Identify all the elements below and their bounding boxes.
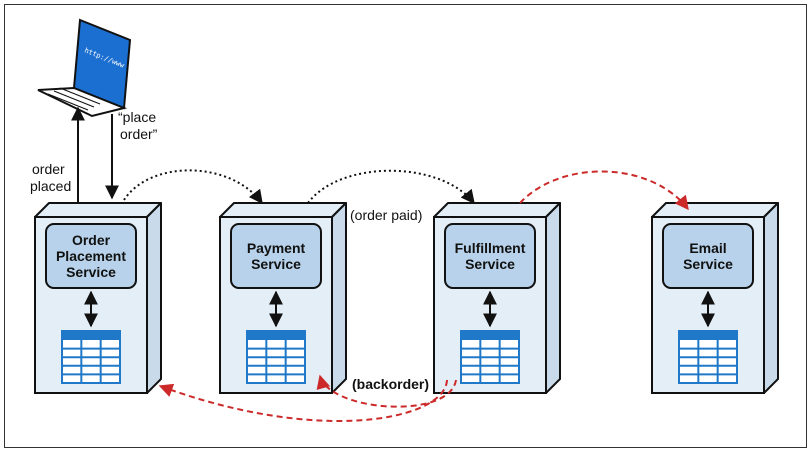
node-top	[651, 202, 779, 218]
service-label-line: Service	[66, 264, 116, 280]
order-placed-label-line1: order	[32, 161, 65, 177]
db-table-header	[679, 331, 737, 340]
database-icon	[246, 330, 306, 384]
database-icon	[460, 330, 520, 384]
service-label-line: Service	[683, 256, 733, 272]
laptop-icon: http://www	[37, 18, 132, 118]
node-side	[331, 202, 347, 394]
payment-request-arrow	[123, 169, 263, 205]
notify-email-arrow	[519, 170, 689, 211]
service-label-line: Service	[465, 256, 515, 272]
order-paid-arrow	[307, 169, 475, 205]
service-label-line: Fulfillment	[455, 240, 526, 256]
place-order-label-line2: order”	[120, 126, 158, 142]
node-top	[433, 202, 561, 218]
backorder-to-payment-arrow	[316, 374, 457, 408]
service-label-line: Payment	[247, 240, 306, 256]
diagram-frame	[4, 4, 807, 448]
db-table-header	[461, 331, 519, 340]
node-side	[763, 202, 779, 394]
service-box	[230, 223, 322, 289]
database-icon	[678, 330, 738, 384]
service-box	[662, 223, 754, 289]
place-order-label-line1: “place	[118, 109, 156, 125]
service-label-line: Service	[251, 256, 301, 272]
order-placed-label-line2: placed	[30, 178, 71, 194]
service-box	[444, 223, 536, 289]
service-label-line: Placement	[56, 248, 126, 264]
database-icon	[61, 330, 121, 384]
node-top	[219, 202, 347, 218]
service-nodes: OrderPlacementServicePaymentServiceFulfi…	[34, 202, 779, 394]
backorder-label: (backorder)	[352, 376, 429, 392]
db-table-header	[247, 331, 305, 340]
node-side	[545, 202, 561, 394]
service-box	[45, 223, 137, 289]
db-table-header	[62, 331, 120, 340]
order-paid-label: (order paid)	[350, 207, 422, 223]
service-label-line: Email	[689, 240, 726, 256]
service-label-line: Order	[72, 232, 111, 248]
backorder-to-order-arrow	[158, 379, 448, 423]
node-side	[146, 202, 162, 394]
node-top	[34, 202, 162, 218]
